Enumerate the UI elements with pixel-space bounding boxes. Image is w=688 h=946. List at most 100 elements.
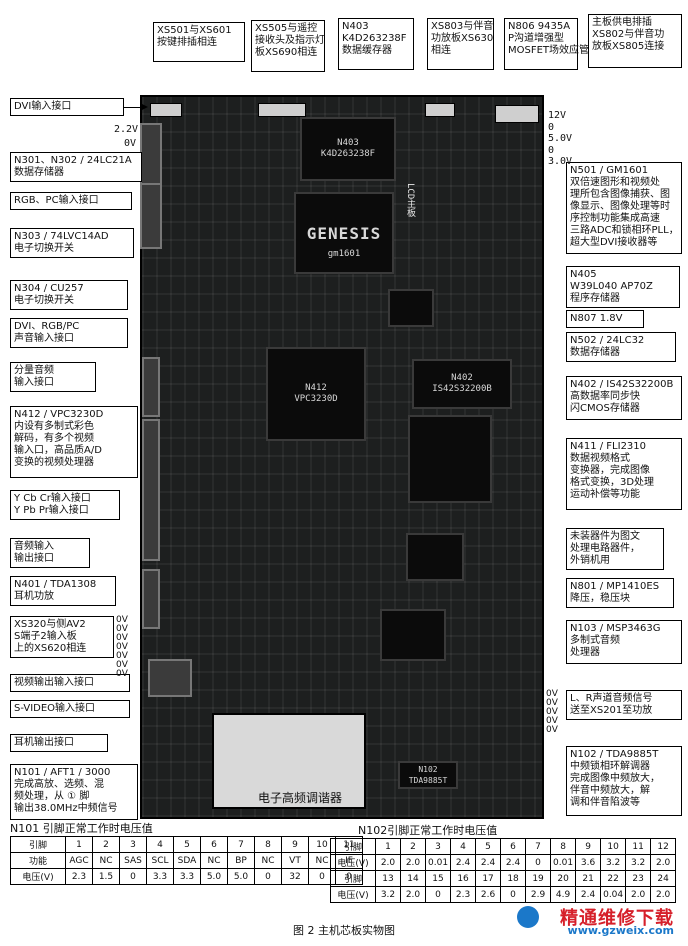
callout-left-16-line-3: 频处理，从 ① 脚 xyxy=(14,791,90,802)
dvi-port xyxy=(140,123,162,185)
xs320-voltage-5: 0V xyxy=(116,651,128,661)
n101-cell: 7 xyxy=(227,836,255,853)
n102-voltage-table: 引脚 1 2 3 4 5 6 7 8 9 10 11 12 电压(V) 2.0 … xyxy=(330,838,677,903)
figure-caption: 图 2 主机芯板实物图 xyxy=(293,924,395,937)
callout-left-14: S-VIDEO输入接口 xyxy=(10,700,130,718)
rl-voltage-4: 0V xyxy=(546,716,558,726)
n101-cell: 1 xyxy=(65,836,93,853)
callout-left-4-line-2: 电子切换开关 xyxy=(14,243,74,254)
n101-cell: VT xyxy=(281,852,309,869)
n102-cell: 0 xyxy=(525,854,552,871)
callout-top-3-line-2: K4D263238F xyxy=(342,33,407,44)
callout-top-5-line-3: MOSFET场效应管 xyxy=(508,45,590,56)
callout-right-8: N801 / MP1410ES 降压，稳压块 xyxy=(566,578,674,608)
callout-right-2: N405 W39L040 AP70Z 程序存储器 xyxy=(566,266,680,308)
callout-right-5: N402 / IS42S32200B 高数据率同步快 闪CMOS存储器 xyxy=(566,376,682,420)
n102-cell: 20 xyxy=(550,870,577,887)
n102-cell: 3.2 xyxy=(375,886,401,903)
n101-cell: 电压(V) xyxy=(10,868,66,885)
svideo-port xyxy=(148,659,192,697)
callout-top-2-line-1: XS505与遥控 xyxy=(255,23,318,34)
callout-right-6-line-2: 数据视频格式 xyxy=(570,453,630,464)
n102-cell: 23 xyxy=(625,870,652,887)
callout-left-9-line-2: Y Pb Pr输入接口 xyxy=(14,505,89,516)
n101-cell: NC xyxy=(254,852,282,869)
n102-cell: 电压(V) xyxy=(330,854,376,871)
rl-voltage-2: 0V xyxy=(546,698,558,708)
n101-cell: NC xyxy=(92,852,120,869)
callout-right-1: N501 / GM1601 双倍速图形和视频处 理所包含图像捕获、图 像显示、图… xyxy=(566,162,682,254)
callout-right-6-line-1: N411 / FLI2310 xyxy=(570,441,647,452)
n102-cell: 10 xyxy=(600,838,627,855)
n102-cell: 2.0 xyxy=(650,854,677,871)
callout-left-8-line-3: 解码，有多个视频 xyxy=(14,433,94,444)
callout-top-6-line-3: 放板XS805连接 xyxy=(592,41,665,52)
callout-left-12-line-2: S端子2输入板 xyxy=(14,631,77,642)
tuner-module: 电子高频调谐器 xyxy=(212,713,366,809)
n102-cell: 2.6 xyxy=(475,886,502,903)
callout-top-5-line-2: P沟道增强型 xyxy=(508,33,565,44)
n102-cell: 2.0 xyxy=(400,886,426,903)
callout-right-7: 未装器件为图文 处理电路器件， 外销机用 xyxy=(566,528,664,570)
callout-right-3-line-1: N807 1.8V xyxy=(570,313,623,324)
callout-right-10: L、R声道音频信号 送至XS201至功放 xyxy=(566,690,682,720)
n102-cell: 3.6 xyxy=(575,854,602,871)
top-connector-xs501 xyxy=(150,103,182,117)
callout-left-11-line-1: N401 / TDA1308 xyxy=(14,579,97,590)
callout-left-11-line-2: 耳机功放 xyxy=(14,591,54,602)
n102-cell: 2.3 xyxy=(450,886,477,903)
n102-cell: 电压(V) xyxy=(330,886,376,903)
callout-left-4: N303 / 74LVC14AD 电子切换开关 xyxy=(10,228,134,258)
callout-top-3: N403 K4D263238F 数据缓存器 xyxy=(338,18,414,70)
n102-cell: 3.2 xyxy=(600,854,627,871)
callout-right-8-line-1: N801 / MP1410ES xyxy=(570,581,660,592)
callout-right-4-line-2: 数据存储器 xyxy=(570,347,620,358)
n102-cell: 0.01 xyxy=(550,854,577,871)
callout-left-6-line-1: DVI、RGB/PC xyxy=(14,321,80,332)
n102-cell: 2.0 xyxy=(625,886,652,903)
callout-top-1: XS501与XS601 按键排插相连 xyxy=(153,22,245,62)
silk-genesis: GENESIS xyxy=(306,223,382,243)
callout-left-2-line-2: 数据存储器 xyxy=(14,167,64,178)
callout-right-1-line-3: 理所包含图像捕获、图 xyxy=(570,189,670,200)
xs320-voltage-4: 0V xyxy=(116,642,128,652)
callout-right-1-line-1: N501 / GM1601 xyxy=(570,165,649,176)
silk-n412: N412 xyxy=(305,383,327,393)
callout-right-11-line-4: 伴音中频放大，解 xyxy=(570,785,650,796)
n101-cell: 引脚 xyxy=(10,836,66,853)
voltage-right-3: 5.0V xyxy=(548,133,573,144)
n101-cell: SCL xyxy=(146,852,174,869)
n102-cell: 2.0 xyxy=(650,886,677,903)
callout-left-8-line-5: 变换的视频处理器 xyxy=(14,457,94,468)
n101-cell: 2 xyxy=(92,836,120,853)
callout-left-5-line-1: N304 / CU257 xyxy=(14,283,84,294)
callout-top-4-line-1: XS803与伴音 xyxy=(431,21,494,32)
silk-vpc: VPC3230D xyxy=(294,394,338,404)
n102-cell: 2.0 xyxy=(375,854,401,871)
callout-right-9-line-1: N103 / MSP3463G xyxy=(570,623,661,634)
silk-is42: IS42S32200B xyxy=(432,384,492,394)
top-connector-xs803 xyxy=(425,103,455,117)
callout-left-4-line-1: N303 / 74LVC14AD xyxy=(14,231,109,242)
n102-row-voltage-2: 电压(V) 3.2 2.0 0 2.3 2.6 0 2.9 4.9 2.4 0.… xyxy=(330,886,677,903)
n101-cell: 4 xyxy=(146,836,174,853)
n102-cell: 2.0 xyxy=(400,854,426,871)
callout-left-11: N401 / TDA1308 耳机功放 xyxy=(10,576,116,606)
callout-left-2-line-1: N301、N302 / 24LC21A xyxy=(14,155,132,166)
voltage-top-mid-1: 2.2V xyxy=(114,124,139,135)
n101-cell: BP xyxy=(227,852,255,869)
audio-io-ports xyxy=(142,569,160,629)
callout-right-1-line-4: 像显示、图像处理等时 xyxy=(570,201,670,212)
callout-top-4: XS803与伴音 功放板XS630 相连 xyxy=(427,18,494,70)
callout-left-5-line-2: 电子切换开关 xyxy=(14,295,74,306)
n101-cell: 6 xyxy=(200,836,228,853)
callout-top-6-line-2: XS802与伴音功 xyxy=(592,29,665,40)
chip-n103 xyxy=(380,609,446,661)
callout-right-1-line-5: 序控制功能集成高速 xyxy=(570,213,660,224)
n101-cell: 3.3 xyxy=(173,868,201,885)
n102-cell: 2 xyxy=(400,838,426,855)
n101-cell: 5.0 xyxy=(227,868,255,885)
callout-left-16-line-2: 完成高放、选频、混 xyxy=(14,779,104,790)
